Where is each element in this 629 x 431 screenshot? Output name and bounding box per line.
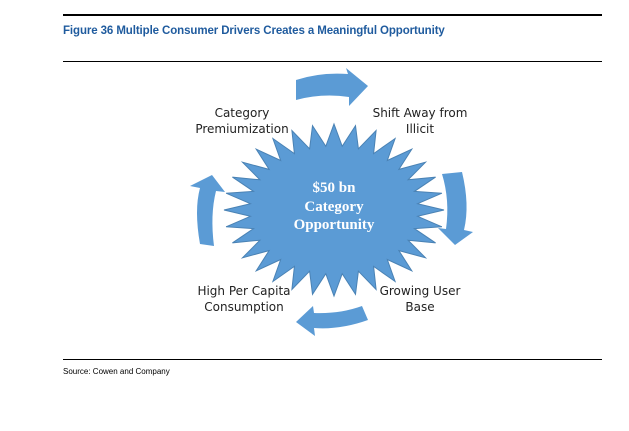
driver-growing-user-base: Growing User Base	[368, 283, 472, 315]
center-value: $50 bn	[313, 180, 357, 196]
driver-label-line: Base	[405, 300, 435, 314]
driver-label-line: Category	[214, 106, 270, 120]
driver-label-line: Consumption	[204, 300, 284, 314]
center-label-line1: Category	[304, 199, 364, 215]
source-divider	[63, 359, 602, 360]
center-label-line2: Opportunity	[294, 217, 375, 233]
driver-label-line: Shift Away from	[372, 106, 468, 120]
opportunity-starburst	[223, 122, 445, 298]
title-divider	[63, 61, 602, 62]
top-rule	[63, 14, 602, 16]
cycle-arrow-right	[438, 172, 473, 245]
cycle-arrow-top	[296, 68, 368, 106]
figure-title: Figure 36 Multiple Consumer Drivers Crea…	[63, 25, 445, 37]
driver-label-line: Premiumization	[195, 122, 289, 136]
cycle-arrow-bottom	[296, 306, 368, 336]
driver-label-line: Illicit	[405, 122, 435, 136]
source-note: Source: Cowen and Company	[63, 367, 170, 376]
driver-shift-away-from-illicit: Shift Away from Illicit	[364, 105, 476, 137]
driver-high-per-capita-consumption: High Per Capita Consumption	[188, 283, 300, 315]
cycle-arrow-left	[190, 175, 225, 246]
driver-category-premiumization: Category Premiumization	[182, 105, 302, 137]
driver-label-line: High Per Capita	[197, 284, 291, 298]
driver-label-line: Growing User	[379, 284, 461, 298]
